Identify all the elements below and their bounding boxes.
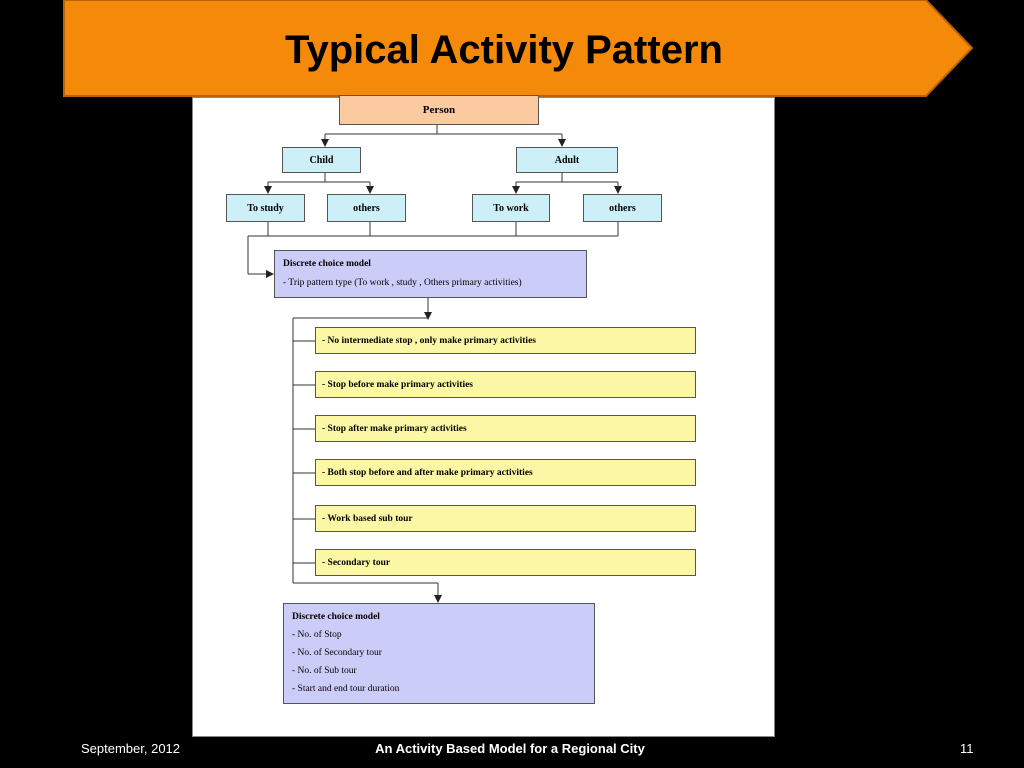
child-node: Child — [282, 147, 361, 173]
page-number: 11 — [960, 741, 974, 756]
choice-model-2-item: - Start and end tour duration — [292, 684, 400, 694]
pattern-option: - No intermediate stop , only make prima… — [315, 327, 696, 354]
pattern-option: - Work based sub tour — [315, 505, 696, 532]
pattern-option: - Stop after make primary activities — [315, 415, 696, 442]
choice-model-2-item: - No. of Secondary tour — [292, 648, 382, 658]
footer-title: An Activity Based Model for a Regional C… — [375, 741, 645, 756]
choice-model-1-title: Discrete choice model — [283, 259, 371, 269]
adult-others-node: others — [583, 194, 662, 222]
pattern-option: - Both stop before and after make primar… — [315, 459, 696, 486]
choice-model-1-item: - Trip pattern type (To work , study , O… — [283, 278, 522, 288]
pattern-option: - Secondary tour — [315, 549, 696, 576]
choice-model-2-item: - No. of Stop — [292, 630, 342, 640]
choice-model-1: Discrete choice model - Trip pattern typ… — [274, 250, 587, 298]
title-banner — [63, 0, 974, 97]
person-node: Person — [339, 95, 539, 125]
adult-node: Adult — [516, 147, 618, 173]
pattern-option: - Stop before make primary activities — [315, 371, 696, 398]
choice-model-2-item: - No. of Sub tour — [292, 666, 357, 676]
slide-title: Typical Activity Pattern — [285, 27, 723, 72]
footer-date: September, 2012 — [81, 741, 181, 756]
choice-model-2-title: Discrete choice model — [292, 612, 380, 622]
choice-model-2: Discrete choice model - No. of Stop - No… — [283, 603, 595, 704]
adult-work-node: To work — [472, 194, 550, 222]
child-study-node: To study — [226, 194, 305, 222]
child-others-node: others — [327, 194, 406, 222]
